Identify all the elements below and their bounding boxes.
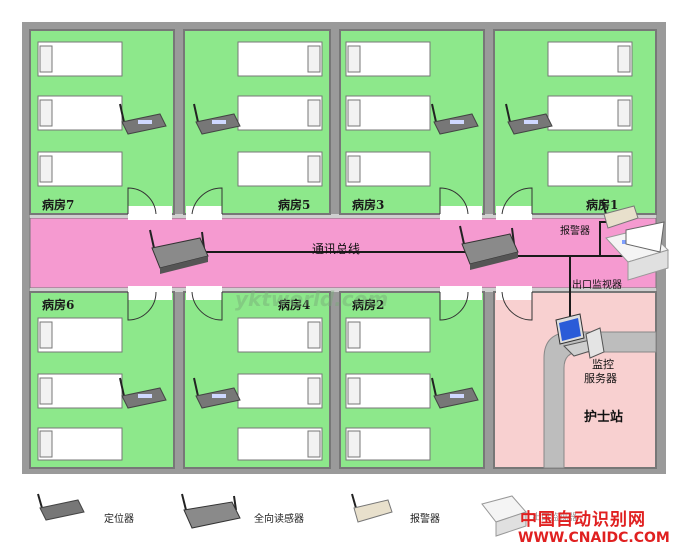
- watermark-cnaidc-url: WWW.CNAIDC.COM: [518, 530, 670, 546]
- locator-icon: [193, 377, 241, 409]
- server-label-line1: 监控: [592, 358, 614, 371]
- locator-icon: [119, 103, 167, 135]
- nurse-station-label: 护士站: [584, 410, 624, 425]
- bus-label: 通讯总线: [312, 242, 361, 256]
- beds-room-7: [37, 41, 123, 187]
- beds-room-4: [237, 317, 323, 461]
- reader-icon: [459, 225, 519, 270]
- door-swing-right: [625, 221, 665, 253]
- legend-reader-icon: [181, 493, 241, 529]
- beds-room-6: [37, 317, 123, 461]
- room-label-5: 病房5: [278, 198, 311, 212]
- locator-icon: [431, 377, 479, 409]
- room-label-3: 病房3: [352, 198, 385, 212]
- legend-locator-icon: [37, 493, 85, 521]
- watermark-cnaidc-cn: 中国自动识别网: [520, 510, 646, 530]
- room-label-2: 病房2: [352, 298, 385, 312]
- legend-exit-monitor-label: 出口监视器: [532, 513, 578, 523]
- legend-alarm-icon: [351, 493, 393, 523]
- beds-room-5: [237, 41, 323, 187]
- reader-icon: [149, 229, 209, 274]
- watermark-yktworld: yktworld.com: [235, 287, 389, 311]
- beds: [37, 41, 633, 461]
- alarm-label: 报警器: [560, 226, 590, 237]
- locator-devices: [119, 103, 553, 409]
- locator-icon: [193, 103, 241, 135]
- server-computer-icon: [555, 313, 605, 359]
- doors: [127, 187, 533, 321]
- server-label-line2: 服务器: [584, 372, 617, 385]
- alarm-device-icon: [601, 199, 639, 229]
- legend-locator-label: 定位器: [104, 514, 134, 525]
- beds-room-1: [547, 41, 633, 187]
- exit-monitor-label: 出口监视器: [572, 280, 622, 291]
- corridor-wall-top: [30, 214, 656, 218]
- legend-alarm-label: 报警器: [410, 514, 440, 525]
- corridor-wall-bottom: [30, 288, 656, 292]
- beds-room-3: [345, 41, 431, 187]
- room-label-7: 病房7: [42, 198, 75, 212]
- beds-room-2: [345, 317, 431, 461]
- nurse-counter: [543, 331, 657, 469]
- locator-icon: [505, 103, 553, 135]
- legend-reader-label: 全向读感器: [254, 514, 304, 525]
- room-label-1: 病房1: [586, 198, 619, 212]
- legend-exit-monitor-icon: [481, 495, 527, 537]
- locator-icon: [119, 377, 167, 409]
- locator-icon: [431, 103, 479, 135]
- room-label-6: 病房6: [42, 298, 75, 312]
- room-label-4: 病房4: [278, 298, 311, 312]
